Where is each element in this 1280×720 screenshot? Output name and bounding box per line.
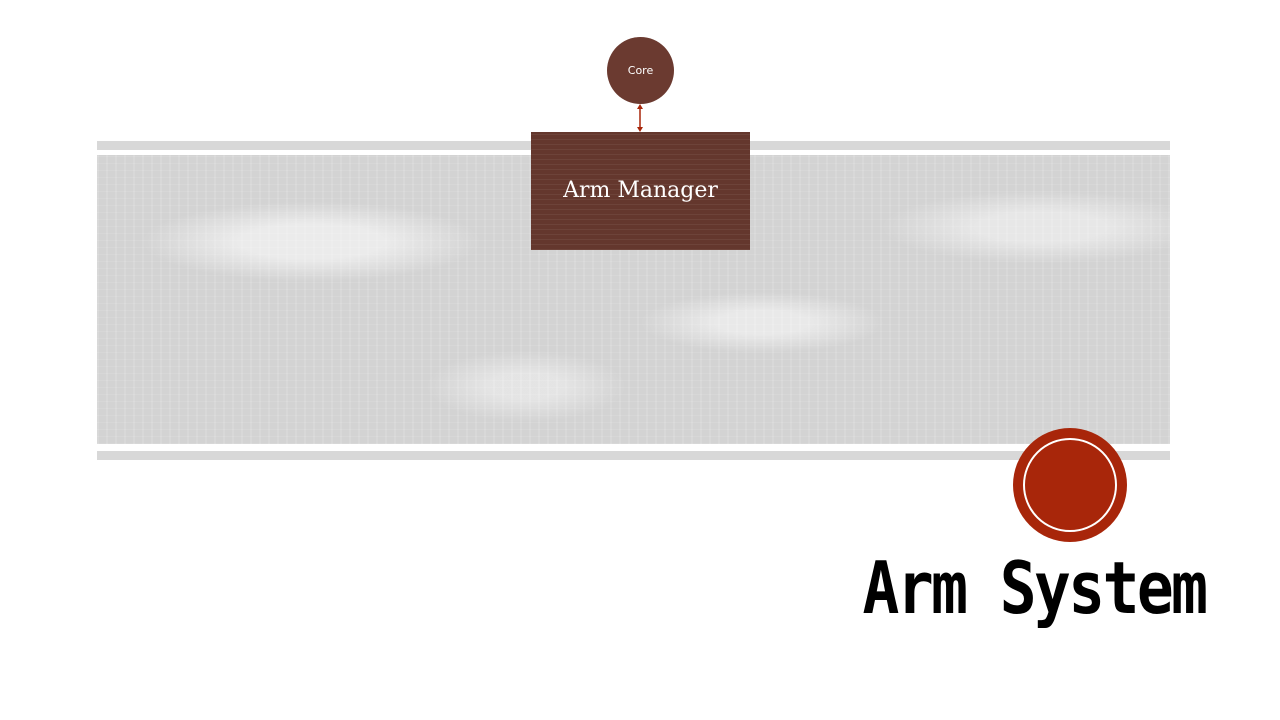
core-node: Core [607,37,674,104]
decorative-circle-ring [1023,438,1117,532]
bidirectional-arrow [637,104,643,132]
decorative-circle [1013,428,1127,542]
arrow-head-up [637,104,643,109]
arrow-head-down [637,127,643,132]
core-label: Core [627,64,654,77]
arm-manager-label: Arm Manager [563,177,718,203]
slide-title: Arm System [862,546,1208,630]
arm-manager-node: Arm Manager [531,132,750,250]
band-bottom-rule [97,451,1170,460]
